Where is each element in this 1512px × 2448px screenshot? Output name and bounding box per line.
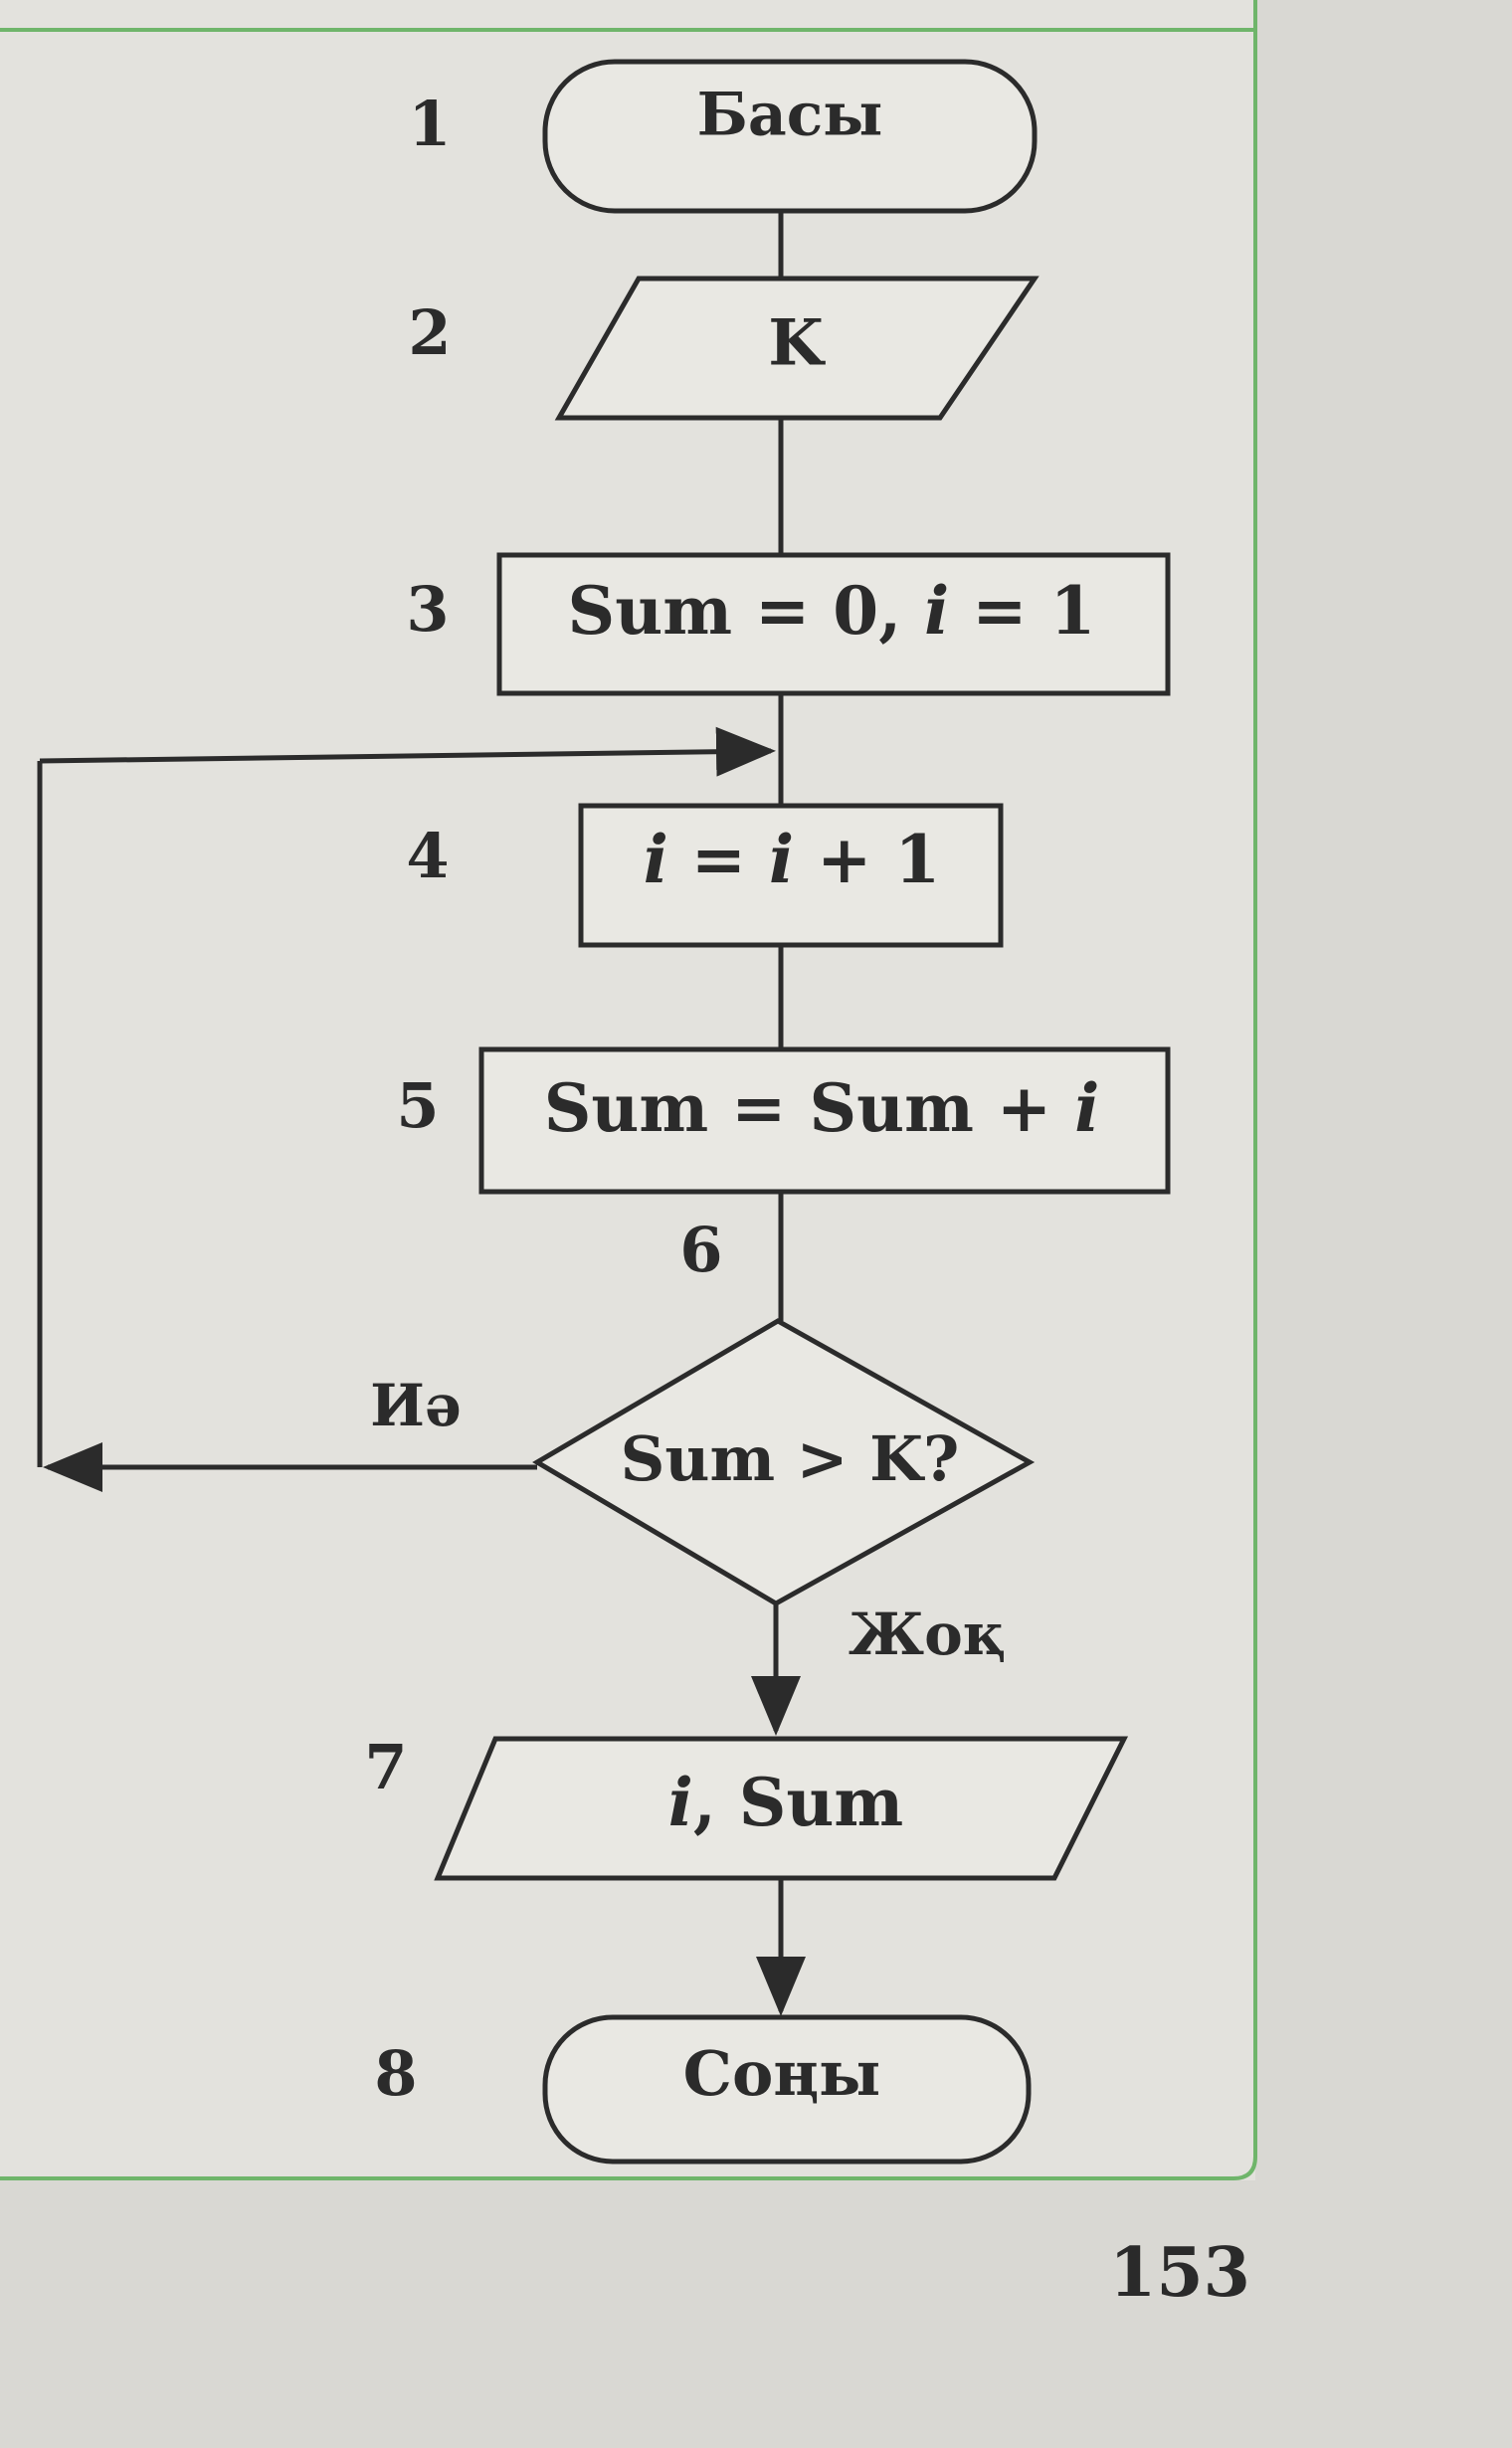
step-number-3: 3 <box>406 573 449 646</box>
sum-process-box <box>478 1046 1171 1195</box>
output-text-part-1: i <box>668 1764 693 1841</box>
init-text-part-2: i <box>924 572 949 650</box>
decision-label: Sum > K? <box>621 1422 960 1495</box>
increment-text-part-3: i <box>769 821 794 898</box>
increment-process-label: i = i + 1 <box>644 821 941 898</box>
init-process-label: Sum = 0, i = 1 <box>568 572 1096 650</box>
step-number-8: 8 <box>374 2037 417 2110</box>
sum-process-label: Sum = Sum + i <box>544 1069 1100 1147</box>
output-text-part-2: , Sum <box>693 1764 903 1841</box>
loop-back-arrow-top <box>39 726 776 777</box>
yes-branch-label: Иә <box>370 1372 462 1439</box>
input-label: K <box>768 306 826 381</box>
increment-text-part-1: i <box>644 821 668 898</box>
step-number-6: 6 <box>679 1214 722 1286</box>
output-label: i, Sum <box>668 1764 904 1841</box>
init-text-part-1: Sum = 0, <box>568 572 925 650</box>
input-parallelogram <box>554 276 1040 421</box>
sum-text-part-2: i <box>1074 1069 1099 1147</box>
increment-text-part-4: + 1 <box>794 821 940 898</box>
start-label: Басы <box>697 81 883 150</box>
step-number-7: 7 <box>364 1731 407 1803</box>
page-number: 153 <box>1109 2233 1250 2313</box>
no-branch-label: Жоқ <box>849 1601 1006 1668</box>
init-process-box <box>496 552 1171 696</box>
step-number-4: 4 <box>406 820 449 892</box>
init-text-part-3: = 1 <box>949 572 1095 650</box>
start-terminator <box>542 59 1038 214</box>
step-number-5: 5 <box>396 1069 439 1142</box>
end-label: Соңы <box>683 2037 881 2110</box>
increment-text-part-2: = <box>668 821 769 898</box>
step-number-1: 1 <box>408 88 451 160</box>
sum-text-part-1: Sum = Sum + <box>544 1069 1074 1147</box>
frame-right-bottom-line <box>0 0 1257 2180</box>
end-terminator <box>542 2014 1032 2165</box>
step-number-2: 2 <box>408 296 451 369</box>
output-parallelogram <box>434 1736 1129 1881</box>
decision-diamond <box>532 1318 1036 1606</box>
increment-process-box <box>578 803 1004 948</box>
